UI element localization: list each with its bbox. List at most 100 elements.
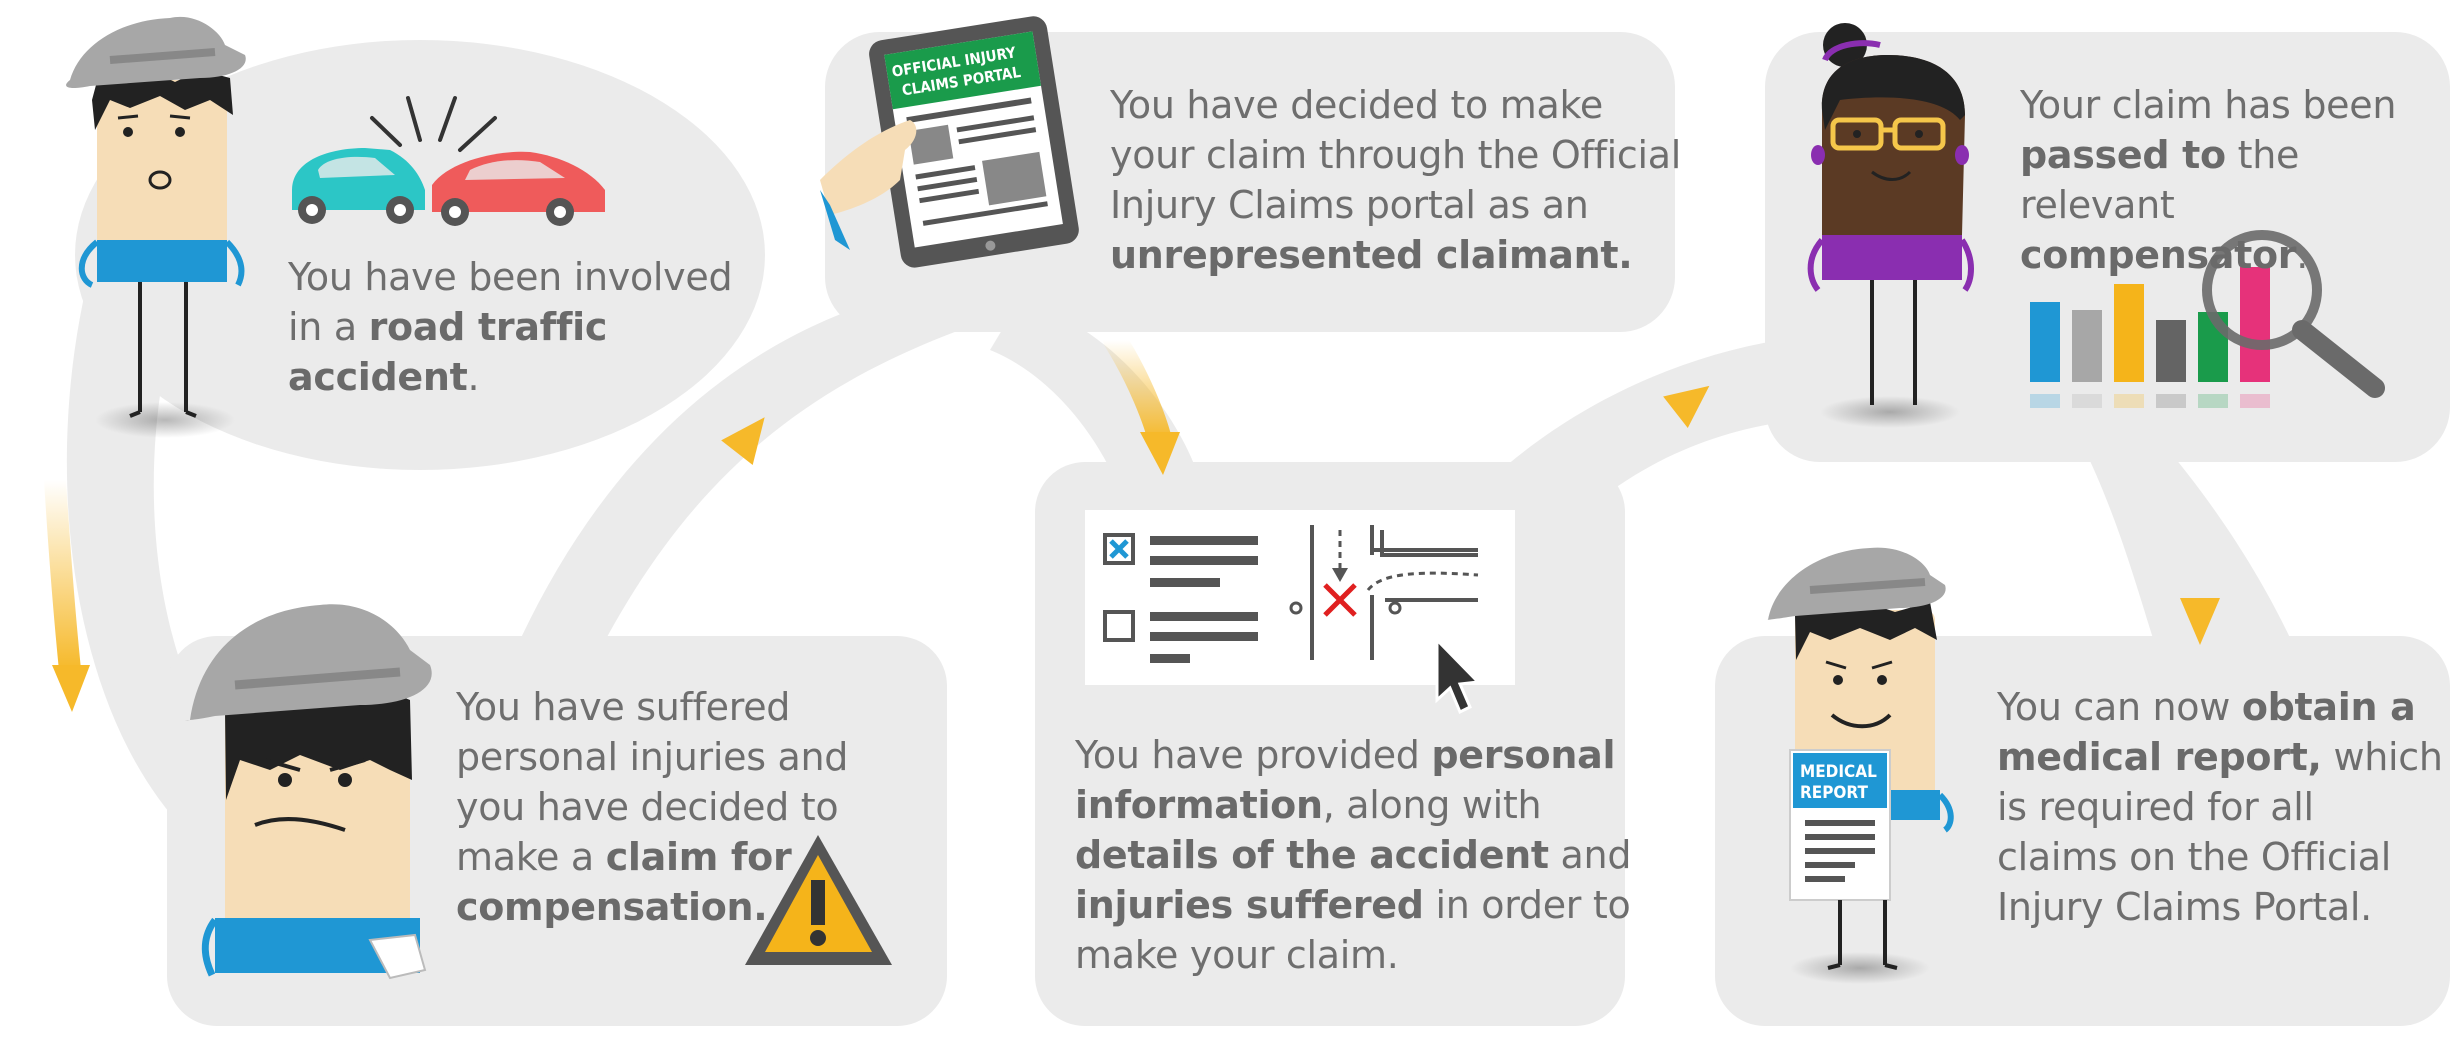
bold-text: information [1075,783,1323,827]
chart-bar [2072,310,2102,382]
text-line: your claim through the Official [1110,130,1681,180]
bold-text: claim for [605,835,792,879]
text-line: accident. [288,352,732,402]
text-line: You can now obtain a [1997,682,2443,732]
text-segment: is required for all [1997,785,2314,829]
text-segment: personal injuries and [456,735,849,779]
hand-icon [820,120,917,215]
text-segment: the relevant [2020,133,2300,227]
text-line: Injury Claims Portal. [1997,882,2443,932]
hat-icon-2 [185,604,432,721]
text-segment: in order to [1423,883,1631,927]
chart-bar-reflection [2030,394,2060,408]
text-line: in a road traffic [288,302,732,352]
text-line: You have suffered [456,682,848,732]
text-segment: You have suffered [456,685,791,729]
text-line: unrepresented claimant. [1110,230,1681,280]
text-line: Injury Claims portal as an [1110,180,1681,230]
magnifier-icon [2202,230,2385,398]
text-segment: You have provided [1075,733,1432,777]
bold-text: details of the accident [1075,833,1549,877]
cursor-icon [1435,636,1482,715]
text-segment: make a [456,835,606,879]
report-label-line2: REPORT [1800,783,1868,803]
text-segment: You have been involved [288,255,733,299]
text-line: personal injuries and [456,732,848,782]
bold-text: obtain a [2241,685,2416,729]
text-line: claims on the Official [1997,832,2443,882]
text-line: You have decided to make [1110,80,1681,130]
arrow-compensator-to-medical [2180,478,2220,645]
text-line: medical report, which [1997,732,2443,782]
text-line: Your claim has been [2020,80,2450,130]
chart-bar [2114,284,2144,382]
report-label-line1: MEDICAL [1800,762,1877,782]
bold-text: road traffic [368,305,608,349]
text-line: compensation. [456,882,848,932]
arrow-portal-to-details [1103,328,1180,475]
text-line: You have been involved [288,252,733,302]
arrow-accident-to-injuries [44,469,90,712]
text-line: You have provided personal [1075,730,1631,780]
car-crash-icon [292,96,605,226]
arrow-injuries-to-portal [620,417,765,599]
text-segment: . [2296,233,2309,277]
text-line: make a claim for [456,832,848,882]
bold-text: medical report, [1997,735,2322,779]
arrow-details-to-compensator [1580,385,1710,489]
injured-man-character [185,604,432,980]
text-segment: your claim through the Official [1110,133,1681,177]
claim-form-icon [1085,510,1515,715]
text-line: injuries suffered in order to [1075,880,1631,930]
chart-bar-reflection [2198,394,2228,408]
compensator-chart-icon [2030,267,2270,408]
chart-bar-reflection [2072,394,2102,408]
chart-bar [2156,320,2186,382]
bold-text: personal [1431,733,1616,777]
chart-bar-reflection [2240,394,2270,408]
bold-text: compensation. [456,885,768,929]
bubble-accident [75,40,765,470]
text-line: compensator. [2020,230,2450,280]
bold-text: passed to [2020,133,2226,177]
text-segment: You can now [1997,685,2242,729]
text-segment: in a [288,305,369,349]
chart-bar-reflection [2156,394,2186,408]
text-segment: Injury Claims portal as an [1110,183,1589,227]
warning-icon [745,835,892,965]
step-text-portal: You have decided to make your claim throu… [1110,80,1681,280]
text-segment: you have decided to [456,785,839,829]
text-line: make your claim. [1075,930,1631,980]
text-segment: You have decided to make [1110,83,1603,127]
man-standing-character [66,16,246,438]
text-segment: . [467,355,480,399]
chart-bar-reflection [2114,394,2144,408]
smiling-man-character: MEDICAL REPORT [1767,547,1954,984]
bold-text: accident [288,355,468,399]
text-segment: which [2321,735,2443,779]
text-line: passed to the relevant [2020,130,2450,230]
bold-text: compensator [2020,233,2297,277]
text-line: you have decided to [456,782,848,832]
woman-character [1807,23,1974,428]
chart-bar [2240,267,2270,382]
text-segment: Injury Claims Portal. [1997,885,2372,929]
chart-bar [2030,302,2060,382]
bold-text: injuries suffered [1075,883,1424,927]
text-segment: Your claim has been [2020,83,2397,127]
text-segment: , along with [1322,783,1542,827]
text-line: information, along with [1075,780,1631,830]
hat-icon [66,16,246,88]
step-text-injuries: You have suffered personal injuries and yo… [456,682,848,932]
text-line: is required for all [1997,782,2443,832]
bold-text: unrepresented claimant. [1110,233,1633,277]
text-line: details of the accident and [1075,830,1631,880]
text-segment: make your claim. [1075,933,1399,977]
flow-arrows [44,328,2220,712]
text-segment: and [1548,833,1632,877]
